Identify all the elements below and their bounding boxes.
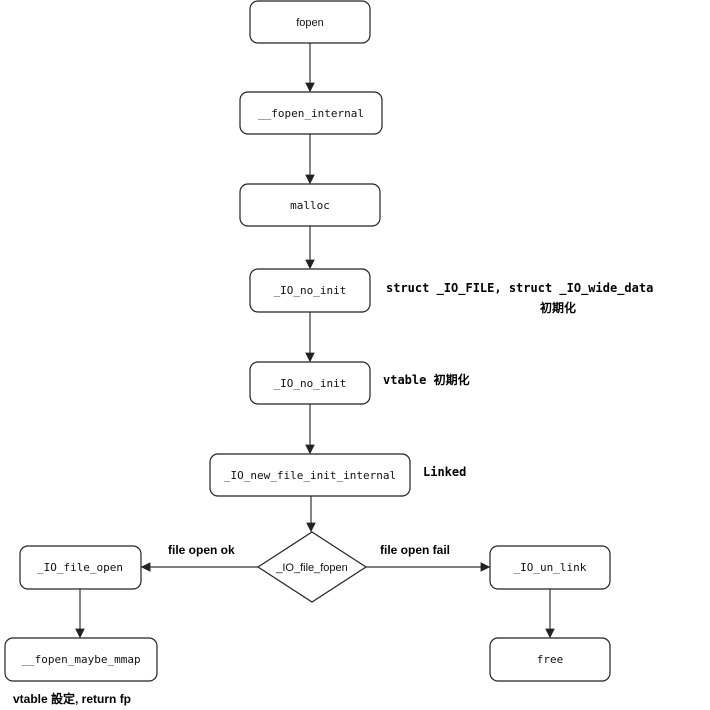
node-fopen: fopen [249, 0, 371, 44]
node-malloc: malloc [239, 183, 381, 227]
node-label: _IO_no_init [274, 377, 347, 390]
node-fopen-maybe-mmap: __fopen_maybe_mmap [4, 637, 158, 682]
node-io-file-fopen-decision: _IO_file_fopen [256, 531, 368, 603]
annotation-linked: Linked [423, 465, 466, 479]
node-label: _IO_file_fopen [275, 562, 348, 574]
node-io-file-open: _IO_file_open [19, 545, 142, 590]
node-io-un-link: _IO_un_link [489, 545, 611, 590]
node-fopen-internal: __fopen_internal [239, 91, 383, 135]
annotation-vtable-init: vtable 初期化 [383, 372, 470, 387]
node-label: _IO_un_link [514, 561, 587, 574]
edge-label-fail: file open fail [380, 543, 450, 557]
node-label: _IO_file_open [37, 561, 123, 574]
node-label: malloc [290, 199, 330, 212]
node-io-new-file-init-internal: _IO_new_file_init_internal [209, 453, 411, 497]
annotation-vtable-set: vtable 設定, return fp [13, 691, 131, 706]
node-label: _IO_no_init [274, 284, 347, 297]
annotation-struct-init: struct _IO_FILE, struct _IO_wide_data [386, 281, 653, 296]
node-io-no-init-2: _IO_no_init [249, 361, 371, 405]
edges [75, 43, 555, 639]
node-label: free [537, 653, 564, 666]
node-label: __fopen_internal [258, 107, 364, 120]
node-label: _IO_new_file_init_internal [224, 469, 396, 482]
node-label: fopen [296, 17, 324, 29]
node-free: free [489, 637, 611, 682]
node-io-no-init-1: _IO_no_init [249, 268, 371, 313]
edge-label-ok: file open ok [168, 543, 235, 557]
node-label: __fopen_maybe_mmap [21, 653, 140, 666]
annotation-struct-init-2: 初期化 [540, 300, 576, 315]
